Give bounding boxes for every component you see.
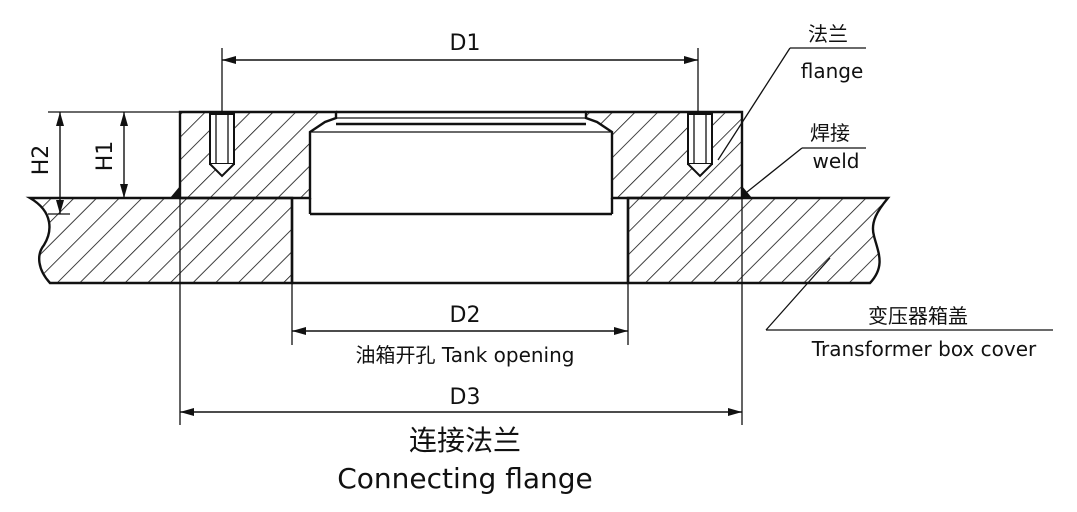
extension-lines bbox=[48, 48, 743, 425]
d3-label: D3 bbox=[450, 385, 481, 410]
dimension-lines bbox=[48, 56, 742, 416]
box-cover-right bbox=[626, 196, 891, 285]
flange-left-section bbox=[178, 110, 338, 200]
flange-leader bbox=[717, 47, 791, 161]
d2-label: D2 bbox=[450, 303, 481, 328]
weld-label-en: weld bbox=[813, 149, 860, 173]
weld-label-cn: 焊接 bbox=[810, 121, 850, 145]
weld-leader bbox=[741, 147, 803, 197]
cover-leader bbox=[765, 257, 831, 331]
cover-label-en: Transformer box cover bbox=[811, 337, 1037, 361]
flange-label-en: flange bbox=[801, 59, 864, 83]
flange-right-section bbox=[584, 110, 744, 200]
d1-label: D1 bbox=[450, 31, 481, 56]
box-cover-left bbox=[25, 196, 294, 285]
title-en: Connecting flange bbox=[337, 462, 593, 495]
h1-label: H1 bbox=[93, 141, 118, 172]
tank-opening-label: 油箱开孔 Tank opening bbox=[356, 343, 575, 367]
h2-label: H2 bbox=[29, 145, 54, 176]
flange-label-cn: 法兰 bbox=[808, 22, 848, 46]
cover-label-cn: 变压器箱盖 bbox=[868, 304, 968, 328]
flange-bore bbox=[290, 110, 630, 285]
leader-lines bbox=[717, 47, 1053, 331]
title-cn: 连接法兰 bbox=[409, 424, 521, 457]
